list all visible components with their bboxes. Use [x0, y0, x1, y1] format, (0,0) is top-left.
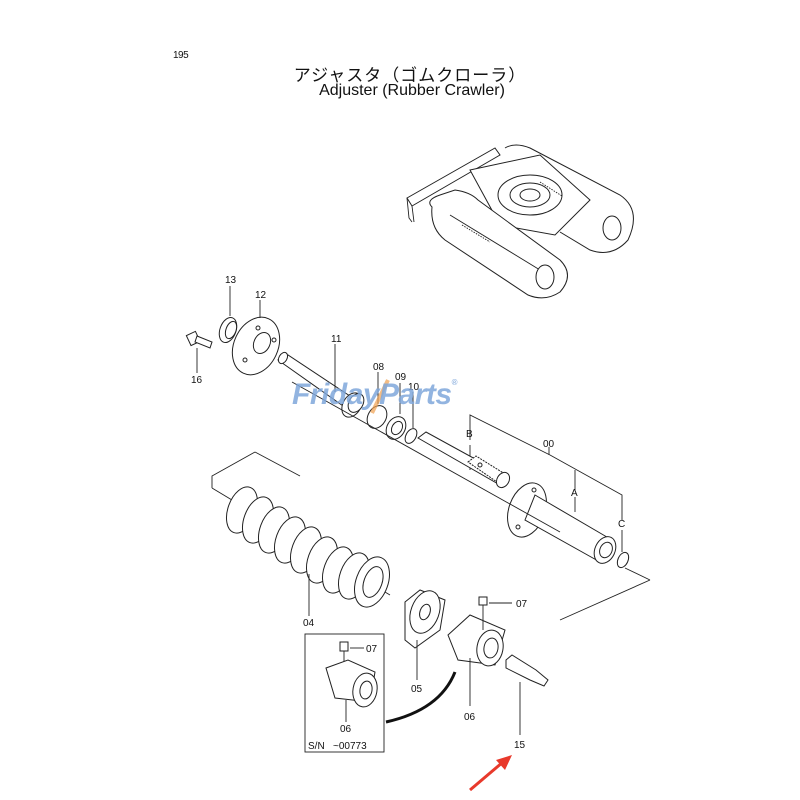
part-11-rod	[277, 344, 365, 418]
callout-B: B	[466, 429, 473, 440]
part-00-bracket	[469, 414, 623, 552]
callout-06: 06	[464, 712, 476, 723]
inset-box	[304, 633, 457, 753]
watermark-text: FridayParts	[292, 378, 452, 411]
callout-16: 16	[191, 375, 203, 386]
callout-15: 15	[514, 740, 526, 751]
inset-serial-note: S/N ~00773	[308, 741, 367, 752]
callout-12: 12	[255, 290, 267, 301]
part-05-spring-seat	[404, 589, 446, 680]
watermark-logo: FridayParts®	[292, 378, 458, 412]
part-A-cylinder	[507, 482, 617, 564]
part-16-bolt	[185, 330, 213, 373]
assembly-outline	[211, 381, 651, 621]
part-04-spring	[225, 486, 390, 616]
inset-callout-07: 07	[366, 644, 378, 655]
part-B-threaded-rod	[417, 431, 511, 489]
callout-09: 09	[395, 372, 407, 383]
part-C-o-ring	[616, 551, 630, 569]
undercarriage-overview-illustration	[406, 144, 634, 299]
part-06-block	[447, 614, 506, 706]
callout-00: 00	[543, 439, 555, 450]
title-japanese: アジャスタ（ゴムクローラ）	[293, 66, 527, 85]
callout-13: 13	[225, 275, 237, 286]
watermark-accent	[370, 379, 390, 414]
watermark-registered-mark: ®	[451, 378, 458, 387]
callout-08: 08	[373, 362, 385, 373]
callout-05: 05	[411, 684, 423, 695]
page-number: 195	[173, 50, 189, 61]
inset-callout-06: 06	[340, 724, 352, 735]
part-15-valve	[505, 654, 549, 735]
callout-11: 11	[331, 334, 342, 345]
callout-10: 10	[408, 382, 420, 393]
callout-A: A	[571, 488, 578, 499]
callout-04: 04	[303, 618, 315, 629]
callout-07: 07	[516, 599, 528, 610]
title-english: Adjuster (Rubber Crawler)	[319, 82, 505, 99]
callout-C: C	[618, 519, 625, 530]
part-12-flange	[231, 300, 281, 376]
part-07-grease-nipple	[478, 596, 512, 630]
red-arrow-indicator	[469, 755, 512, 792]
part-13-seal	[218, 286, 238, 344]
